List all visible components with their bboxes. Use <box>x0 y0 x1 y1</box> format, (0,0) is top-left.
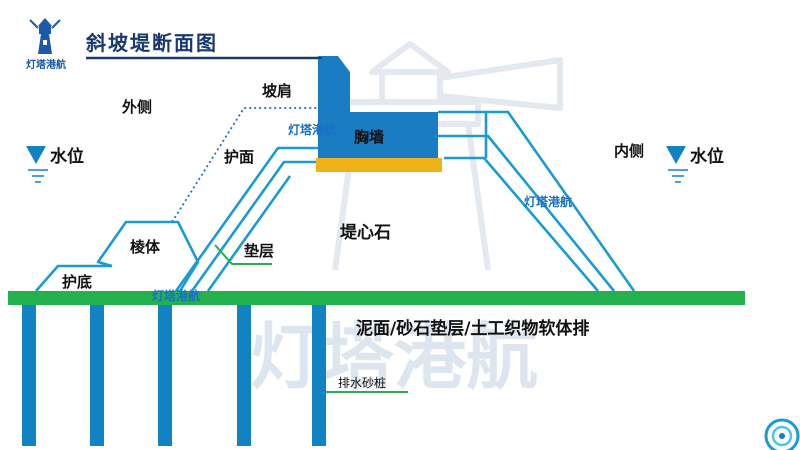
armor-inner-slope <box>190 160 318 292</box>
brand-watermark: 灯塔港航 <box>152 288 200 303</box>
brand-watermark: 灯塔港航 <box>288 122 336 137</box>
drain-pile <box>90 300 104 446</box>
breast-wall-block <box>318 56 438 158</box>
core-stone-label: 堤心石 <box>340 223 391 243</box>
inner-slope-outer <box>438 110 636 292</box>
background-brand-watermark: 灯塔港航 <box>250 315 538 399</box>
water-level-left-label: 水位 <box>50 146 84 167</box>
logo-caption: 灯塔港航 <box>26 58 66 71</box>
water-level-triangle-icon <box>666 146 686 164</box>
inner-slope-mid <box>438 134 616 292</box>
cushion-layer-label: 垫层 <box>244 242 274 260</box>
water-level-right-label: 水位 <box>690 146 724 167</box>
drain-pile <box>22 300 36 446</box>
toe-protection-outline <box>35 264 112 292</box>
foundation-label: 泥面/砂石垫层/土工织物软体排 <box>356 318 589 339</box>
armor-outer-slope <box>174 146 320 292</box>
cushion-leader-line <box>214 244 272 265</box>
drain-pile <box>312 300 326 446</box>
brand-watermark: 灯塔港航 <box>524 194 572 209</box>
drain-pile-label: 排水砂桩 <box>338 375 386 390</box>
armor-face-label: 护面 <box>224 148 254 166</box>
water-level-triangle-icon <box>26 146 46 164</box>
page-title: 斜坡堤断面图 <box>85 31 218 55</box>
drain-sand-piles <box>22 300 326 446</box>
corner-swirl-icon <box>764 418 800 450</box>
slope-shoulder-label: 坡肩 <box>262 82 292 100</box>
water-level-right: 水位 <box>666 146 724 183</box>
breakwater-body <box>35 110 636 292</box>
inner-slope-core <box>444 156 599 292</box>
inner-side-label: 内侧 <box>614 142 644 160</box>
logo-roof-icon <box>38 18 52 26</box>
prism-body-outline <box>96 220 200 292</box>
water-level-left: 水位 <box>26 146 84 183</box>
wall-foundation-cap <box>316 158 442 172</box>
outer-side-label: 外侧 <box>121 98 152 116</box>
prism-body-label: 棱体 <box>130 238 161 256</box>
lighthouse-logo: 灯塔港航 <box>26 18 66 71</box>
breast-wall-label: 胸墙 <box>354 128 384 146</box>
toe-protection-label: 护底 <box>62 273 92 291</box>
mud-surface-band <box>8 291 745 305</box>
drain-pile <box>158 300 172 446</box>
cushion-slope <box>206 175 292 292</box>
drain-pile <box>237 300 251 446</box>
